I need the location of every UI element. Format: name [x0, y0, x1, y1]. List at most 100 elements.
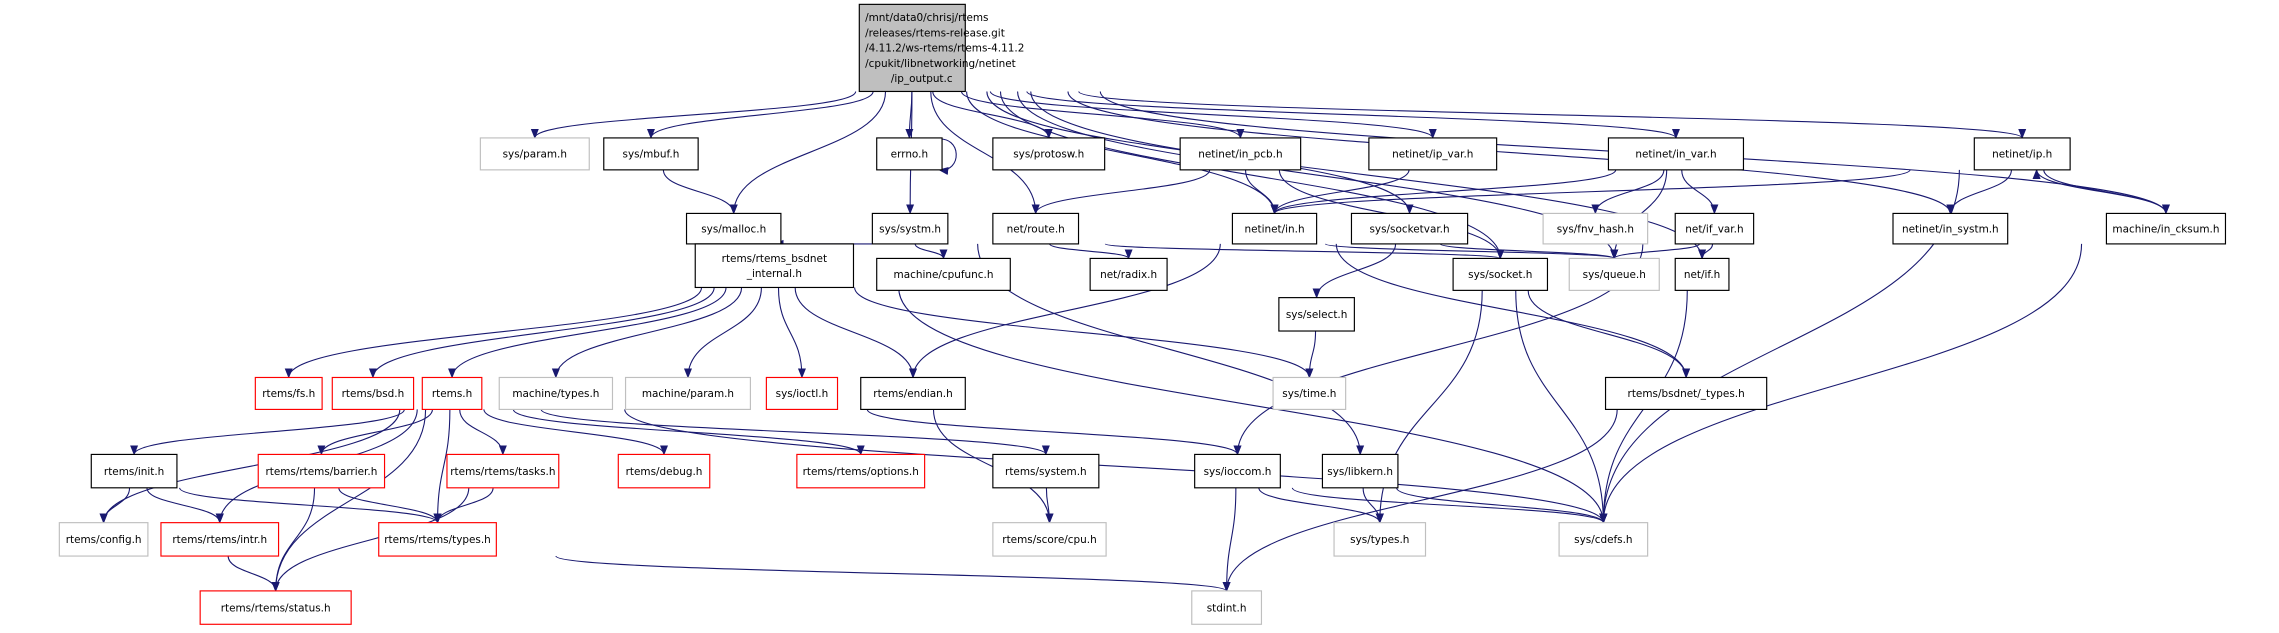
- edge-rtems_h-to-sys_cdefs: [624, 409, 1608, 524]
- edge-bsdnet_internal-to-rtems_fs: [284, 287, 703, 379]
- header-node-bsdnet-types[interactable]: rtems/bsdnet/_types.h: [1604, 376, 1768, 410]
- node-label: rtems/rtems/types.h: [384, 534, 491, 546]
- node-label: sys/queue.h: [1583, 269, 1646, 281]
- header-node-ip[interactable]: netinet/ip.h: [1973, 137, 2071, 171]
- edge-rtems_h-to-barrier: [317, 409, 434, 456]
- node-label: net/if_var.h: [1685, 223, 1743, 235]
- header-node-rtems-init[interactable]: rtems/init.h: [90, 453, 178, 489]
- node-box: [1350, 212, 1469, 245]
- header-node-rtems-endian[interactable]: rtems/endian.h: [860, 376, 966, 410]
- header-node-status[interactable]: rtems/rtems/status.h: [199, 590, 352, 625]
- header-node-bsdnet-internal[interactable]: rtems/rtems_bsdnet _internal.h: [694, 243, 855, 289]
- node-box: [1194, 453, 1281, 489]
- edge-in_cksum-to-ip: [2032, 168, 2167, 214]
- header-node-sys-socket[interactable]: sys/socket.h: [1452, 257, 1549, 291]
- edge-sys_systm-to-libkern: [977, 243, 1365, 456]
- node-label: /ip_output.c: [891, 73, 953, 85]
- node-box: [992, 522, 1107, 557]
- node-box: [1179, 137, 1302, 171]
- node-label: _internal.h: [746, 268, 802, 280]
- edge-bsdnet_internal-to-machine_param: [683, 287, 762, 379]
- node-label: rtems/rtems/intr.h: [172, 534, 267, 546]
- edge-rtems_h-to-debug: [483, 409, 669, 456]
- header-node-tasks[interactable]: rtems/rtems/tasks.h: [446, 453, 560, 489]
- node-label: rtems/config.h: [66, 534, 142, 546]
- edge-rtems_init-to-rtypes: [179, 487, 442, 524]
- header-node-net-if[interactable]: net/if.h: [1674, 257, 1730, 291]
- edge-rtems_h-to-status: [271, 409, 427, 592]
- header-node-sys-param[interactable]: sys/param.h: [479, 137, 590, 171]
- header-node-in-systm[interactable]: netinet/in_systm.h: [1892, 212, 2009, 245]
- node-box: [1368, 137, 1498, 171]
- edge-main-to-in_pcb: [960, 91, 1245, 139]
- header-node-in-cksum[interactable]: machine/in_cksum.h: [2105, 212, 2227, 245]
- node-label: sys/protosw.h: [1013, 149, 1084, 161]
- header-node-sys-cdefs[interactable]: sys/cdefs.h: [1558, 522, 1649, 557]
- node-label: net/if.h: [1684, 269, 1720, 281]
- header-node-errno[interactable]: errno.h: [876, 137, 943, 171]
- header-node-ioccom[interactable]: sys/ioccom.h: [1194, 453, 1281, 489]
- node-label: machine/types.h: [512, 388, 599, 400]
- header-node-if-var[interactable]: net/if_var.h: [1674, 212, 1755, 245]
- header-node-debug[interactable]: rtems/debug.h: [617, 453, 711, 489]
- nodes: /mnt/data0/chrisj/rtems/releases/rtems-r…: [58, 3, 2227, 625]
- header-node-net-route[interactable]: net/route.h: [992, 212, 1080, 245]
- header-node-rtems-bsd[interactable]: rtems/bsd.h: [331, 376, 415, 410]
- header-node-sys-systm[interactable]: sys/systm.h: [871, 212, 949, 245]
- header-node-rtypes[interactable]: rtems/rtems/types.h: [378, 522, 497, 557]
- header-node-rtems-h[interactable]: rtems.h: [421, 376, 483, 410]
- header-node-score-cpu[interactable]: rtems/score/cpu.h: [992, 522, 1107, 557]
- header-node-sys-select[interactable]: sys/select.h: [1278, 297, 1355, 332]
- node-label: sys/socket.h: [1468, 269, 1532, 281]
- root-file-node[interactable]: /mnt/data0/chrisj/rtems/releases/rtems-r…: [858, 3, 1024, 93]
- header-node-netinet-in[interactable]: netinet/in.h: [1231, 212, 1318, 245]
- header-node-sys-socketvar[interactable]: sys/socketvar.h: [1350, 212, 1469, 245]
- edge-bsdnet_internal-to-machine_types: [551, 287, 743, 379]
- node-box: [685, 212, 782, 245]
- header-node-intr[interactable]: rtems/rtems/intr.h: [160, 522, 280, 557]
- header-node-barrier[interactable]: rtems/rtems/barrier.h: [257, 453, 386, 489]
- edge-bsdnet_internal-to-sys_time: [854, 287, 1314, 379]
- node-label: sys/ioctl.h: [776, 388, 829, 400]
- node-box: [1452, 257, 1549, 291]
- header-node-cpufunc[interactable]: machine/cpufunc.h: [876, 257, 1011, 291]
- header-node-radix[interactable]: net/radix.h: [1089, 257, 1168, 291]
- header-node-options[interactable]: rtems/rtems/options.h: [796, 453, 926, 489]
- header-node-sys-malloc[interactable]: sys/malloc.h: [685, 212, 782, 245]
- edge-main-to-sys_mbuf: [646, 91, 874, 139]
- header-node-sys-time[interactable]: sys/time.h: [1272, 376, 1347, 410]
- header-node-sys-ioctl[interactable]: sys/ioctl.h: [765, 376, 839, 410]
- header-node-libkern[interactable]: sys/libkern.h: [1321, 453, 1399, 489]
- node-label: stdint.h: [1207, 602, 1247, 614]
- edge-ip_var-to-netinet_in: [1270, 169, 1410, 215]
- header-node-ip-var[interactable]: netinet/ip_var.h: [1368, 137, 1498, 171]
- node-box: [617, 453, 711, 489]
- header-node-rtems-system[interactable]: rtems/system.h: [992, 453, 1100, 489]
- header-node-stdint[interactable]: stdint.h: [1191, 590, 1263, 625]
- header-node-sys-queue[interactable]: sys/queue.h: [1568, 257, 1660, 291]
- node-label: rtems/rtems_bsdnet: [722, 253, 827, 265]
- edge-tasks-to-rtypes: [433, 487, 494, 524]
- edge-intr-to-status: [227, 555, 280, 592]
- node-label: /releases/rtems-release.git: [865, 27, 1005, 39]
- header-node-config[interactable]: rtems/config.h: [58, 522, 149, 557]
- header-node-rtems-fs[interactable]: rtems/fs.h: [254, 376, 323, 410]
- node-label: netinet/ip_var.h: [1392, 149, 1473, 161]
- node-box: [624, 376, 751, 410]
- header-node-in-var[interactable]: netinet/in_var.h: [1607, 137, 1745, 171]
- header-node-sys-types[interactable]: sys/types.h: [1333, 522, 1427, 557]
- header-node-sys-protosw[interactable]: sys/protosw.h: [992, 137, 1106, 171]
- header-node-machine-param[interactable]: machine/param.h: [624, 376, 751, 410]
- edge-ioccom-to-sys_types: [1258, 487, 1384, 524]
- header-node-sys-mbuf[interactable]: sys/mbuf.h: [603, 137, 699, 171]
- node-label: sys/malloc.h: [701, 223, 766, 235]
- node-box: [694, 243, 855, 289]
- header-node-in-pcb[interactable]: netinet/in_pcb.h: [1179, 137, 1302, 171]
- node-label: netinet/ip.h: [1992, 149, 2052, 161]
- header-node-fnv-hash[interactable]: sys/fnv_hash.h: [1542, 212, 1649, 245]
- header-node-machine-types[interactable]: machine/types.h: [498, 376, 614, 410]
- edge-main-to-net_route: [930, 91, 1040, 215]
- edge-bsdnet_internal-to-rtems_bsd: [368, 287, 715, 379]
- node-label: rtems/score/cpu.h: [1002, 534, 1096, 546]
- node-box: [1607, 137, 1745, 171]
